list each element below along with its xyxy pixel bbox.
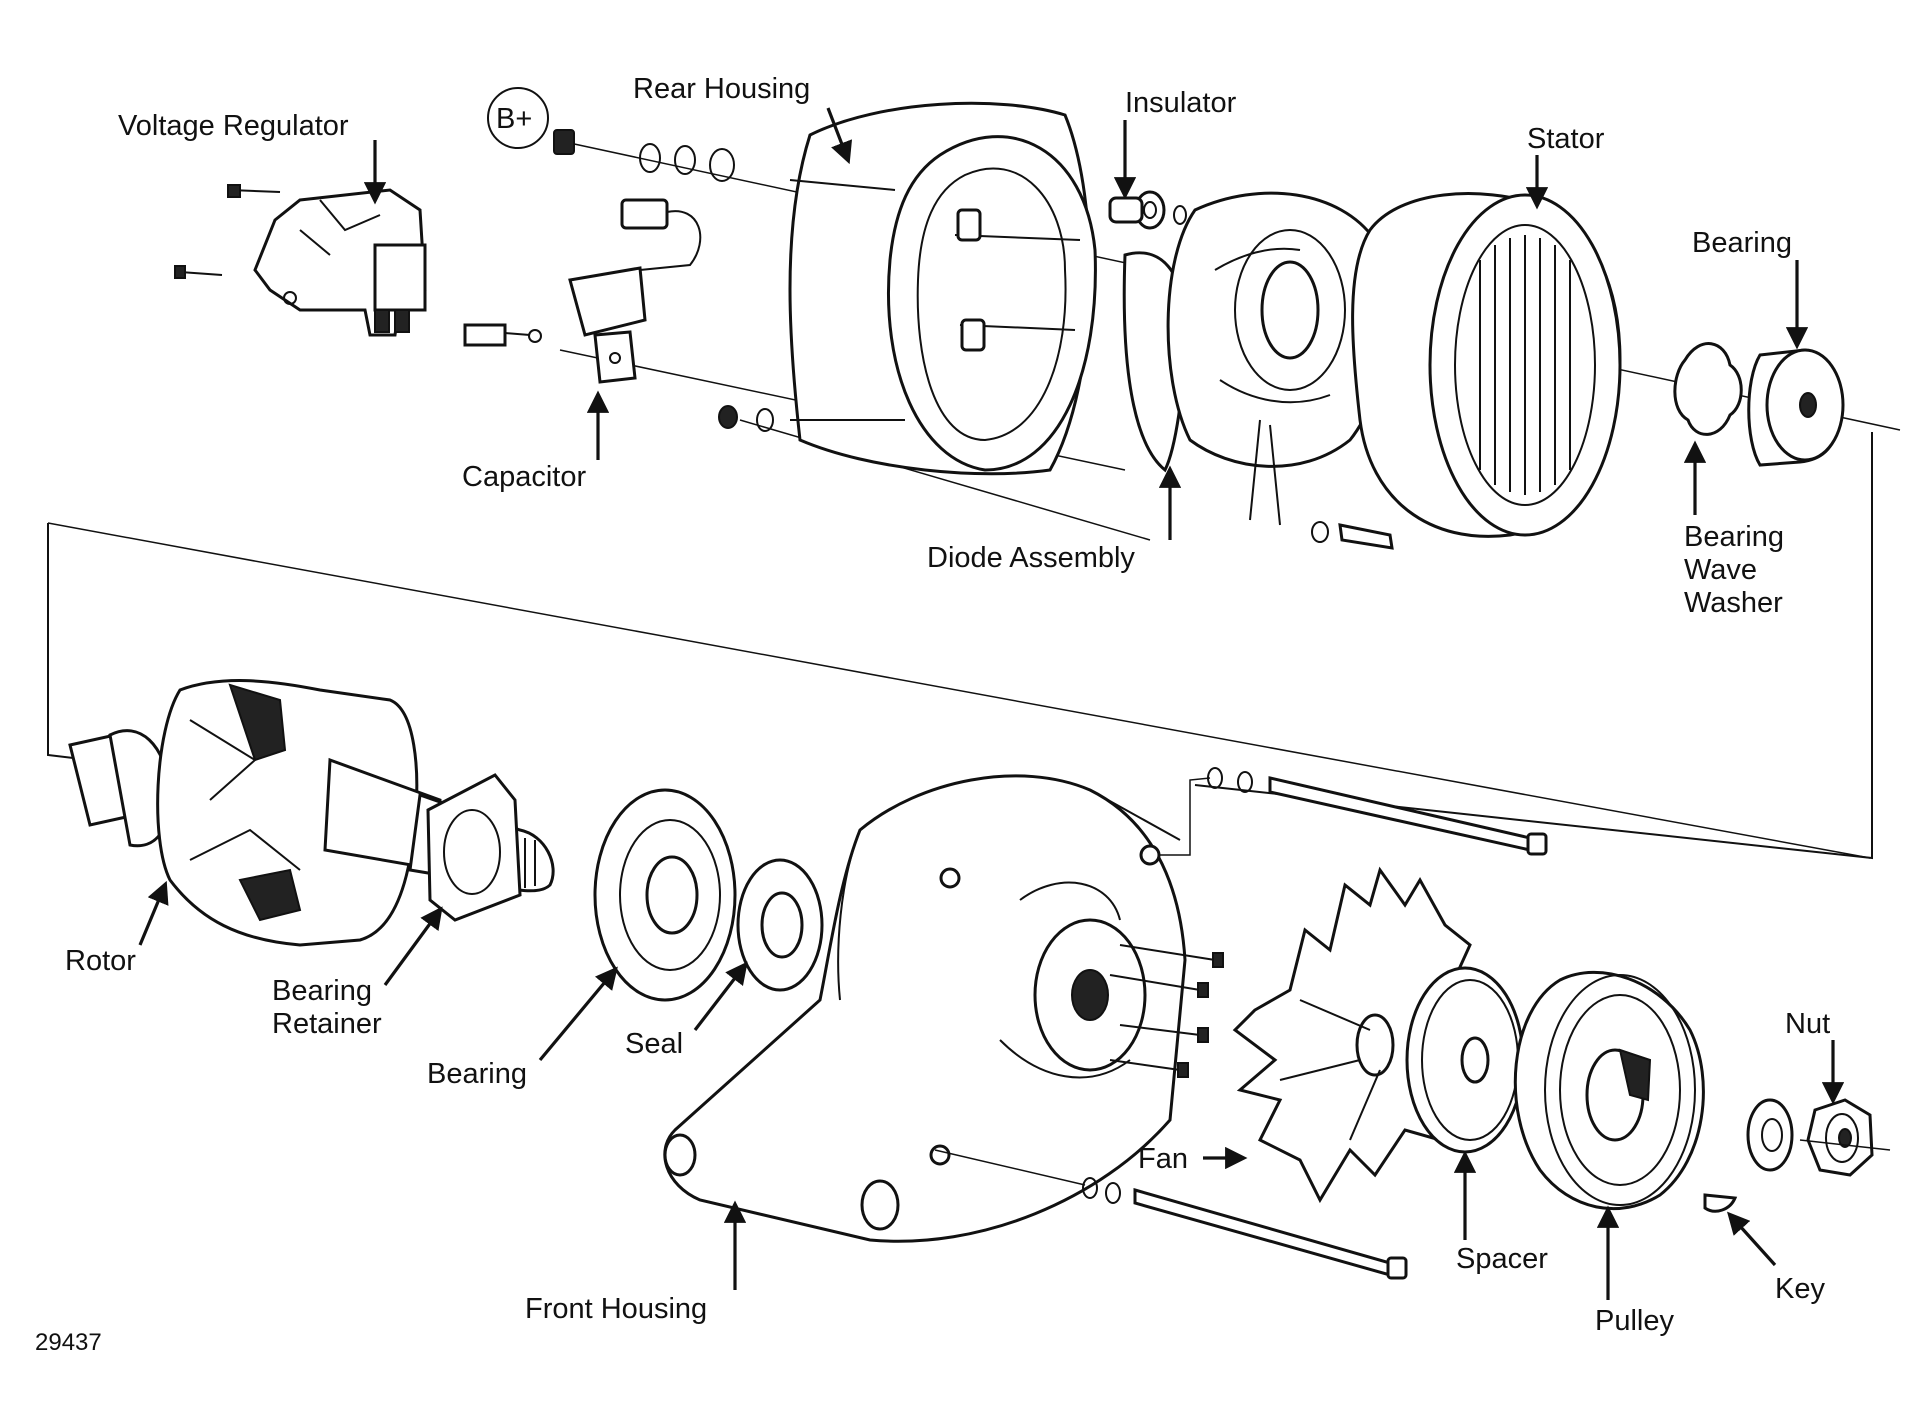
rear-housing-part: [788, 101, 1097, 476]
voltage-regulator-part: [174, 184, 427, 337]
seal-part: [736, 858, 824, 992]
label-spacer: Spacer: [1456, 1243, 1548, 1275]
rear-bearing-part: [1747, 348, 1845, 467]
label-rotor: Rotor: [65, 945, 136, 977]
label-fan: Fan: [1138, 1143, 1188, 1175]
label-insulator: Insulator: [1125, 87, 1237, 119]
diode-assembly-part: [1122, 191, 1394, 550]
stator-part: [1351, 192, 1622, 538]
label-bearing-retainer: Bearing Retainer: [272, 975, 382, 1040]
label-seal: Seal: [625, 1028, 683, 1060]
b-plus-label: B+: [496, 103, 532, 135]
spacer-part: [1405, 966, 1525, 1154]
label-pulley: Pulley: [1595, 1305, 1674, 1337]
leader-arrows: [138, 107, 1845, 1300]
figure-number: 29437: [35, 1329, 102, 1356]
front-axis-line: [1799, 1139, 1891, 1151]
through-bolts: [934, 767, 1548, 1280]
nut-part: [1806, 1098, 1874, 1177]
label-bearing-front: Bearing: [427, 1058, 527, 1090]
insulator-part: [1108, 190, 1187, 230]
key-part: [1703, 1193, 1738, 1213]
label-bearing-wave-washer-line1: Bearing: [1684, 521, 1784, 553]
label-bearing-retainer-line1: Bearing: [272, 975, 372, 1007]
front-housing-part: [663, 774, 1224, 1243]
label-diode-assembly: Diode Assembly: [927, 542, 1135, 574]
label-rear-housing: Rear Housing: [633, 73, 810, 105]
pulley-part: [1513, 970, 1705, 1211]
lock-washer-part: [1746, 1098, 1794, 1172]
front-bearing-part: [593, 788, 737, 1002]
label-capacitor: Capacitor: [462, 461, 586, 493]
bearing-wave-washer-part: [1673, 342, 1743, 436]
capacitor-part: [463, 198, 702, 384]
label-stator: Stator: [1527, 123, 1605, 155]
b-plus-terminal-hardware: B+: [487, 87, 774, 432]
label-key: Key: [1775, 1273, 1825, 1305]
label-bearing-wave-washer-line2: Wave: [1684, 554, 1757, 586]
label-bearing-wave-washer: Bearing Wave Washer: [1684, 521, 1792, 619]
label-nut: Nut: [1785, 1008, 1830, 1040]
label-bearing-retainer-line2: Retainer: [272, 1008, 382, 1040]
assembly-connection-top: [47, 522, 1871, 859]
label-front-housing: Front Housing: [525, 1293, 707, 1325]
label-bearing-wave-washer-line3: Washer: [1684, 587, 1783, 619]
bearing-retainer-part: [426, 773, 522, 922]
label-voltage-regulator: Voltage Regulator: [118, 110, 349, 142]
label-bearing-rear: Bearing: [1692, 227, 1792, 259]
